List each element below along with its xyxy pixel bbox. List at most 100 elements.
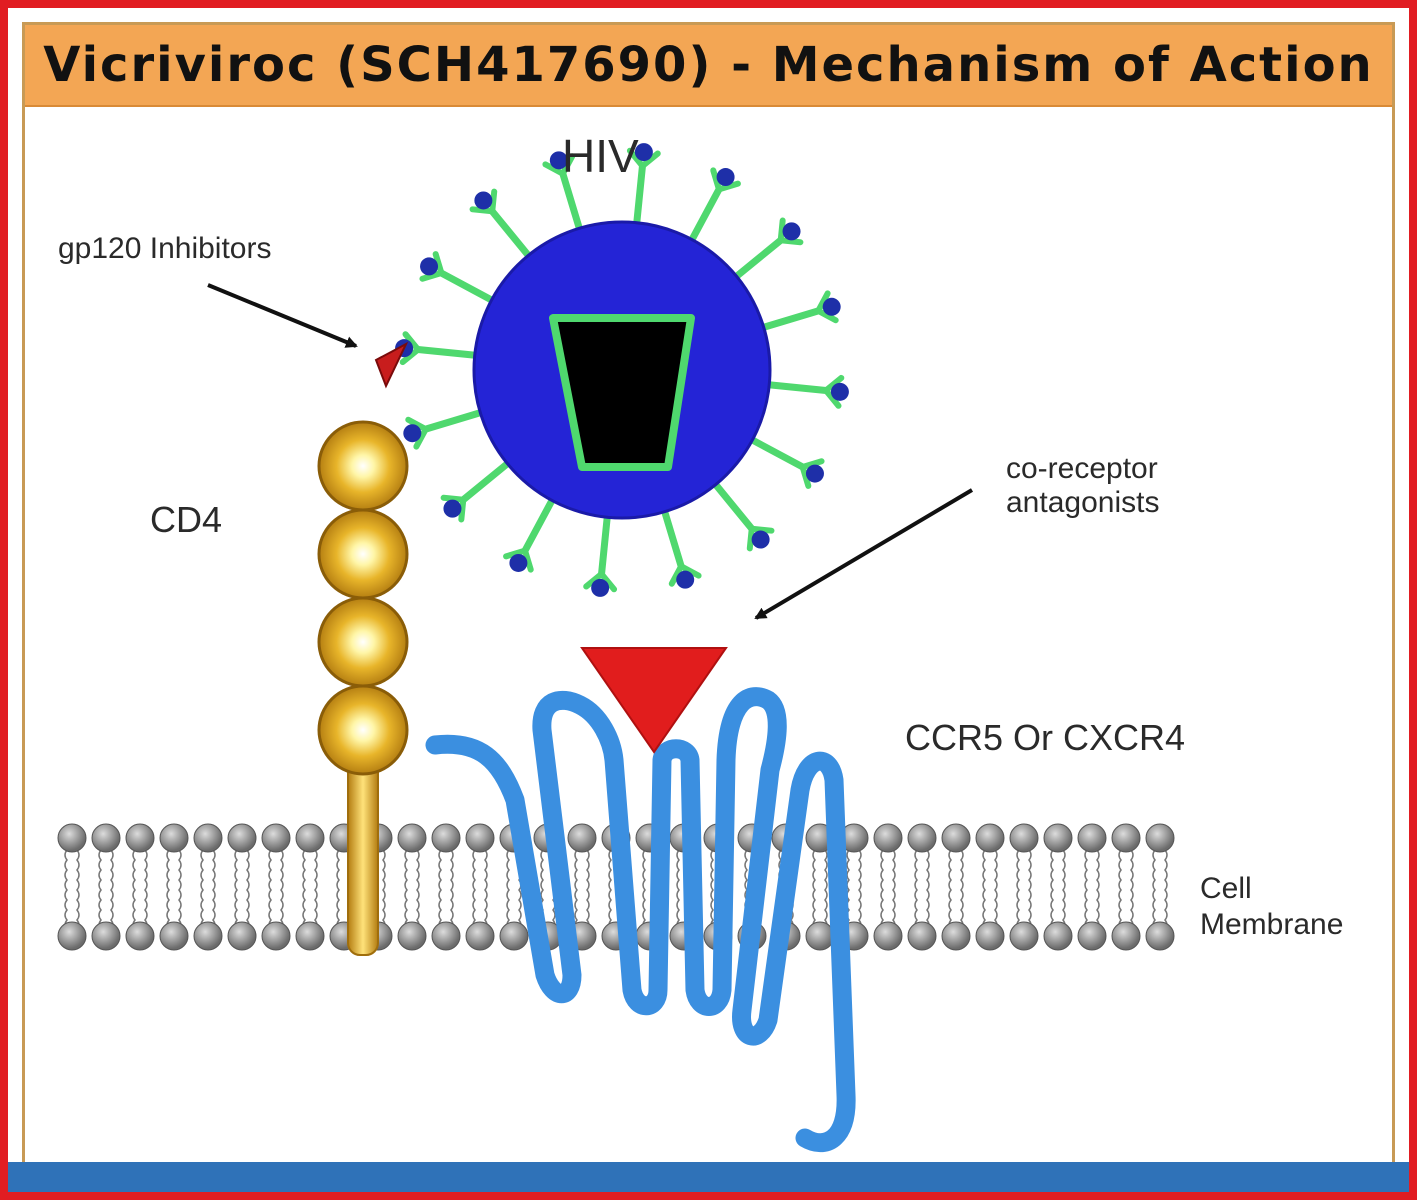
lipid-head bbox=[1145, 921, 1175, 951]
lipid-tail bbox=[982, 849, 986, 931]
spike-fork bbox=[503, 547, 529, 560]
cd4-domain-3 bbox=[317, 596, 409, 688]
spike-fork bbox=[542, 161, 566, 177]
spike-fork bbox=[626, 147, 646, 170]
lipid-tail bbox=[404, 849, 408, 931]
lipid-head bbox=[57, 921, 87, 951]
lipid-tail bbox=[812, 849, 816, 931]
gp120-inhibitor-triangle bbox=[374, 341, 409, 389]
lipid-tail bbox=[1028, 849, 1032, 931]
lipid-tail bbox=[858, 849, 862, 931]
lipid-tail bbox=[472, 849, 476, 931]
cell-membrane-label-line1: Cell bbox=[1200, 872, 1252, 905]
spike-fork bbox=[458, 496, 467, 523]
spike-fork bbox=[715, 180, 741, 193]
lipid-tail bbox=[892, 849, 896, 931]
spike-fork bbox=[815, 290, 831, 314]
coreceptor-label-line2: antagonists bbox=[1006, 486, 1159, 519]
lipid-tail bbox=[450, 849, 454, 931]
lipid-tail bbox=[1016, 849, 1020, 931]
lipid-head bbox=[1111, 823, 1141, 853]
lipid-tail bbox=[336, 849, 340, 931]
lipid-head bbox=[91, 823, 121, 853]
lipid-head bbox=[431, 823, 461, 853]
lipid-head bbox=[1009, 823, 1039, 853]
lipid-head bbox=[907, 823, 937, 853]
gp120-arrow bbox=[207, 283, 358, 348]
spike-head bbox=[549, 151, 568, 170]
lipid-tail bbox=[212, 849, 216, 931]
cd4-domain-2 bbox=[317, 508, 409, 600]
lipid-tail bbox=[110, 849, 114, 931]
lipid-head bbox=[159, 921, 189, 951]
lipid-tail bbox=[1164, 849, 1168, 931]
spike-head bbox=[591, 578, 610, 597]
lipid-tail bbox=[1096, 849, 1100, 931]
lipid-head bbox=[873, 921, 903, 951]
lipid-tail bbox=[178, 849, 182, 931]
lipid-tail bbox=[586, 849, 590, 931]
spike-head bbox=[403, 424, 422, 443]
lipid-tail bbox=[166, 849, 170, 931]
lipid-tail bbox=[1084, 849, 1088, 931]
lipid-tail bbox=[314, 849, 318, 931]
spike-head bbox=[634, 143, 653, 162]
lipid-tail bbox=[416, 849, 420, 931]
lipid-tail bbox=[676, 849, 680, 931]
spike-head bbox=[474, 191, 493, 210]
spike-head bbox=[805, 464, 824, 483]
lipid-tail bbox=[506, 849, 510, 931]
spike-fork bbox=[746, 525, 755, 552]
hiv-label: HIV bbox=[562, 130, 639, 182]
spike-fork bbox=[822, 374, 845, 394]
coreceptor-arrow bbox=[754, 488, 974, 620]
lipid-head bbox=[125, 921, 155, 951]
lipid-head bbox=[227, 921, 257, 951]
ccr5-receptor bbox=[425, 687, 856, 1153]
lipid-tail bbox=[302, 849, 306, 931]
spike-fork bbox=[399, 346, 422, 366]
spike-fork bbox=[405, 416, 429, 433]
lipid-tail bbox=[76, 849, 80, 931]
spike-fork bbox=[710, 167, 722, 193]
spike-head bbox=[822, 297, 841, 316]
spike-fork bbox=[777, 217, 786, 244]
spike-fork bbox=[522, 547, 534, 573]
lipid-head bbox=[397, 921, 427, 951]
spike-head bbox=[751, 530, 770, 549]
spike-fork bbox=[668, 563, 685, 587]
lipid-tail bbox=[1130, 849, 1134, 931]
diagram-title: Vicriviroc (SCH417690) - Mechanism of Ac… bbox=[43, 37, 1374, 93]
lipid-head bbox=[873, 823, 903, 853]
hiv-virion bbox=[395, 143, 849, 597]
lipid-head bbox=[1043, 823, 1073, 853]
lipid-head bbox=[261, 921, 291, 951]
lipid-head bbox=[1077, 823, 1107, 853]
lipid-tail bbox=[1118, 849, 1122, 931]
lipid-tail bbox=[1050, 849, 1054, 931]
lipid-tail bbox=[144, 849, 148, 931]
spike-fork bbox=[678, 563, 702, 579]
lipid-tail bbox=[132, 849, 136, 931]
lipid-head bbox=[975, 823, 1005, 853]
spike-head bbox=[509, 553, 528, 572]
lipid-tail bbox=[268, 849, 272, 931]
spike-fork bbox=[748, 525, 775, 534]
gp120-inhibitors-label: gp120 Inhibitors bbox=[58, 232, 272, 265]
cd4-label: CD4 bbox=[150, 499, 222, 540]
ccr5-cxcr4-label: CCR5 Or CXCR4 bbox=[905, 717, 1185, 758]
lipid-tail bbox=[438, 849, 442, 931]
lipid-tail bbox=[948, 849, 952, 931]
spike-head bbox=[420, 257, 439, 276]
lipid-head bbox=[941, 823, 971, 853]
lipid-head bbox=[1009, 921, 1039, 951]
spike-fork bbox=[799, 458, 825, 470]
lipid-tail bbox=[1062, 849, 1066, 931]
lipid-head bbox=[1111, 921, 1141, 951]
lipid-head bbox=[1043, 921, 1073, 951]
lipid-head bbox=[261, 823, 291, 853]
spike-fork bbox=[489, 188, 498, 215]
lipid-head bbox=[1145, 823, 1175, 853]
lipid-head bbox=[499, 921, 529, 951]
